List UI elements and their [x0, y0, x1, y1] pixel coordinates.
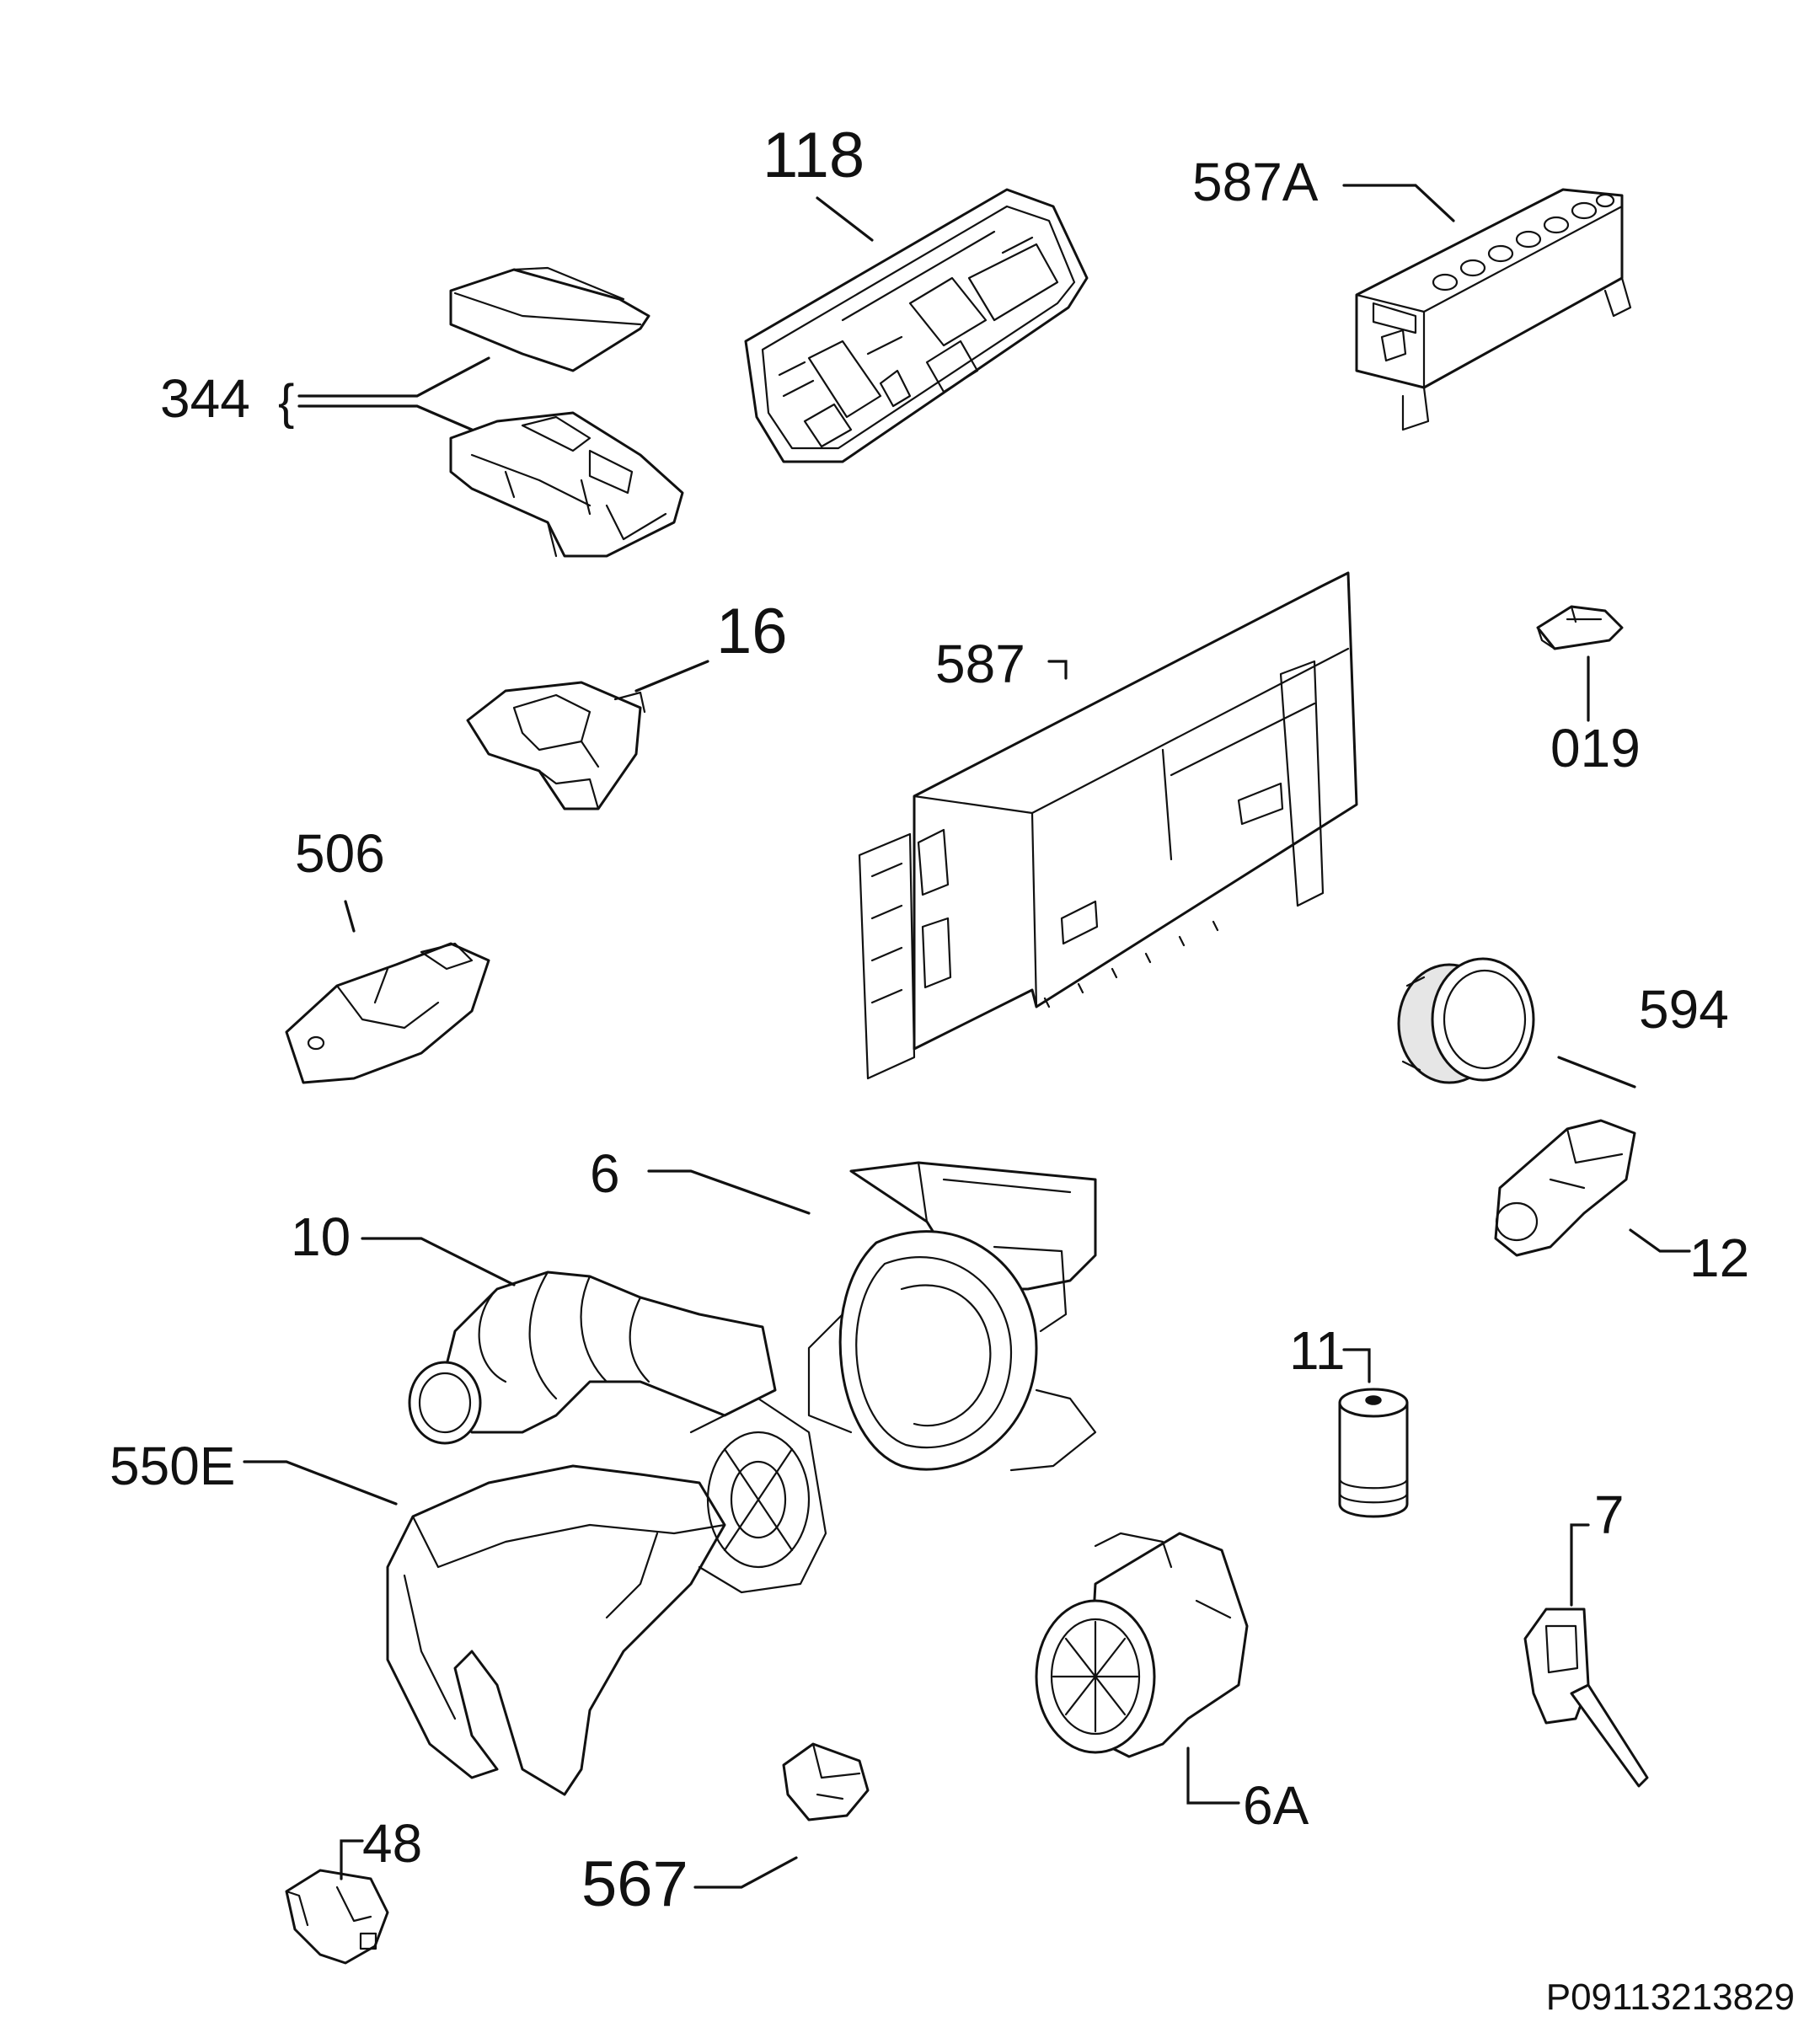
- leader-550E: [243, 1460, 398, 1506]
- label-550E: 550E: [110, 1436, 235, 1496]
- label-587A: 587A: [1192, 152, 1319, 212]
- label-48: 48: [362, 1813, 422, 1874]
- part-594-knob: [1397, 957, 1535, 1084]
- part-7-float-switch: [1523, 1607, 1649, 1788]
- leader-6: [647, 1169, 811, 1215]
- part-587A-control-panel: [1355, 188, 1632, 431]
- label-594: 594: [1639, 979, 1729, 1040]
- part-019-connector: [1536, 605, 1624, 650]
- label-506: 506: [295, 823, 385, 884]
- leader-7: [1570, 1523, 1590, 1607]
- label-12: 12: [1689, 1228, 1749, 1288]
- label-7: 7: [1594, 1484, 1625, 1545]
- label-567: 567: [581, 1848, 688, 1920]
- leader-48: [340, 1839, 364, 1880]
- part-506-hinge: [285, 942, 490, 1084]
- brace-344: {: [278, 375, 294, 430]
- label-10: 10: [291, 1206, 351, 1267]
- label-344: 344: [160, 368, 250, 429]
- reference-code: P09113213829: [1546, 1977, 1795, 2018]
- leader-11: [1342, 1348, 1371, 1383]
- label-16: 16: [716, 596, 788, 667]
- part-550E-sump-housing: [386, 1397, 827, 1796]
- part-344-door-lock-set: [449, 266, 684, 558]
- leader-587A: [1342, 184, 1455, 222]
- leader-6A: [1186, 1747, 1240, 1805]
- part-12-sensor: [1494, 1119, 1636, 1257]
- label-118: 118: [763, 120, 864, 191]
- label-11: 11: [1289, 1320, 1345, 1381]
- leader-16: [634, 660, 709, 693]
- leader-118: [816, 196, 874, 242]
- label-019: 019: [1550, 718, 1641, 778]
- leader-567: [693, 1856, 798, 1889]
- leader-10: [361, 1237, 516, 1286]
- part-587-electronic-module: [858, 571, 1358, 1080]
- part-118-control-board: [744, 188, 1089, 463]
- leader-587: [1047, 660, 1068, 680]
- leader-12: [1629, 1228, 1691, 1253]
- part-6-pump-heater: [807, 1161, 1097, 1472]
- part-6A-drain-pump: [1035, 1532, 1249, 1758]
- label-587: 587: [935, 634, 1025, 694]
- part-567-clip: [782, 1742, 870, 1821]
- part-48-valve: [285, 1869, 389, 1965]
- label-6: 6: [590, 1143, 620, 1204]
- leader-594: [1557, 1056, 1636, 1089]
- label-6A: 6A: [1243, 1775, 1309, 1836]
- part-11-capacitor: [1338, 1388, 1409, 1518]
- part-16-switch: [466, 681, 646, 810]
- bracket-344: [297, 356, 490, 431]
- leader-506: [344, 900, 356, 933]
